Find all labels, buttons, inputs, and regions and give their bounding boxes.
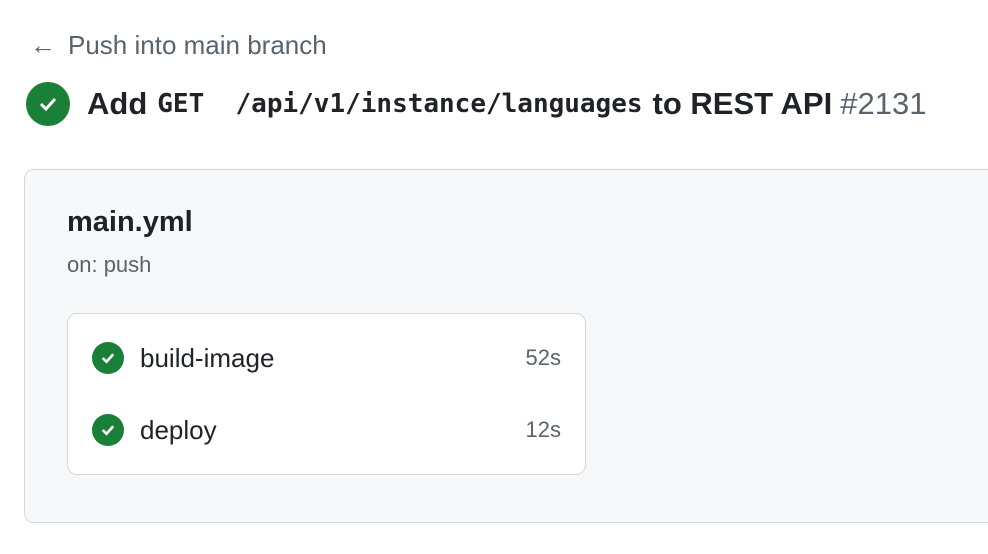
job-build-image[interactable]: build-image 52s xyxy=(68,322,585,394)
job-duration: 12s xyxy=(525,417,561,442)
job-name: deploy xyxy=(140,414,217,445)
page-title: Add GET /api/v1/instance/languages to RE… xyxy=(26,82,926,126)
job-name: build-image xyxy=(140,342,275,373)
check-circle-icon xyxy=(92,414,124,446)
jobs-list: build-image 52s deploy 12s xyxy=(67,313,586,475)
workflow-name: main.yml xyxy=(67,206,193,238)
back-label: Push into main branch xyxy=(68,30,327,60)
check-circle-icon xyxy=(26,82,70,126)
title-code: GET /api/v1/instance/languages xyxy=(157,89,643,119)
arrow-left-icon: ← xyxy=(30,30,56,60)
back-link[interactable]: ← Push into main branch xyxy=(30,30,327,61)
workflow-trigger: on: push xyxy=(67,252,152,277)
title-suffix: to REST API xyxy=(652,86,833,121)
run-number: #2131 xyxy=(840,86,927,121)
check-circle-icon xyxy=(92,342,124,374)
title-prefix: Add xyxy=(87,86,148,121)
workflow-panel: main.yml on: push build-image 52s deploy… xyxy=(24,169,988,523)
job-duration: 52s xyxy=(525,345,561,370)
job-deploy[interactable]: deploy 12s xyxy=(68,394,585,466)
